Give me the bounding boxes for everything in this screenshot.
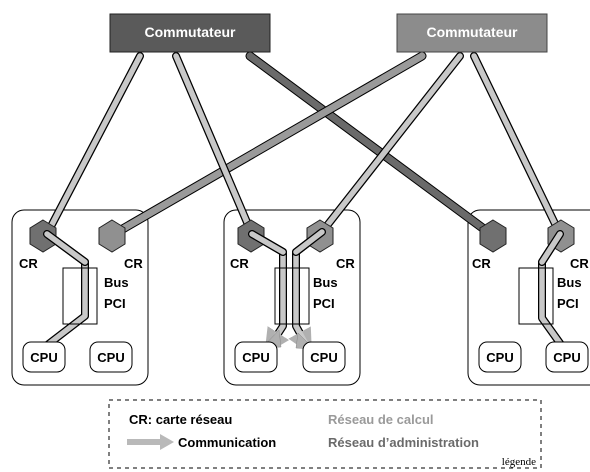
cpu-node3-left: CPU — [478, 341, 522, 373]
cpu-node2-right: CPU — [302, 341, 346, 373]
cpu-label: CPU — [310, 350, 337, 365]
cr-hex-node3-left — [479, 219, 507, 253]
switch-calc[interactable]: Commutateur — [396, 13, 548, 53]
comm-overlay — [43, 228, 564, 266]
legend-calc-network: Réseau de calcul — [328, 412, 434, 427]
switch-admin[interactable]: Commutateur — [109, 13, 271, 53]
calc-network-links — [109, 51, 427, 239]
legend-cr-definition: CR: carte réseau — [129, 412, 232, 427]
cr-label-node1-right: CR — [124, 256, 143, 271]
cr-label-node3-right: CR — [570, 256, 589, 271]
legend-caption: légende — [502, 456, 536, 468]
legend: CR: carte réseau Réseau de calcul Commun… — [108, 399, 542, 469]
pci-bus-node1 — [62, 267, 98, 325]
legend-communication-arrowhead — [160, 434, 174, 450]
switch-calc-label: Commutateur — [426, 24, 518, 40]
pci-label-node2: PCI — [313, 296, 335, 311]
legend-admin-network: Réseau d’administration — [328, 435, 479, 450]
cr-hex-node1-left — [29, 219, 57, 253]
switch-admin-box — [109, 13, 271, 53]
cr-hex-node1-right — [98, 219, 126, 253]
switch-calc-box — [396, 13, 548, 53]
cpu-node1-right: CPU — [89, 341, 133, 373]
cr-label-node3-left: CR — [472, 256, 491, 271]
cpu-label: CPU — [97, 350, 124, 365]
bus-label-node2: Bus — [313, 275, 338, 290]
cr-label-node1-left: CR — [19, 256, 38, 271]
switch-admin-label: Commutateur — [144, 24, 236, 40]
pci-bus-node3 — [518, 267, 554, 325]
cpu-label: CPU — [30, 350, 57, 365]
cr-label-node2-right: CR — [336, 256, 355, 271]
bus-label-node1: Bus — [104, 275, 129, 290]
pci-label-node3: PCI — [557, 296, 579, 311]
bus-label-node3: Bus — [557, 275, 582, 290]
legend-communication: Communication — [178, 435, 276, 450]
cpu-label: CPU — [242, 350, 269, 365]
cpu-node2-left: CPU — [234, 341, 278, 373]
cpu-node1-left: CPU — [22, 341, 66, 373]
admin-network-links — [245, 51, 493, 237]
cr-label-node2-left: CR — [230, 256, 249, 271]
pci-label-node1: PCI — [104, 296, 126, 311]
cpu-label: CPU — [553, 350, 580, 365]
cpu-node3-right: CPU — [545, 341, 589, 373]
legend-frame — [108, 399, 542, 469]
admin-link-node3-fill — [246, 52, 492, 236]
cpu-label: CPU — [486, 350, 513, 365]
pci-bus-node2 — [274, 267, 310, 325]
